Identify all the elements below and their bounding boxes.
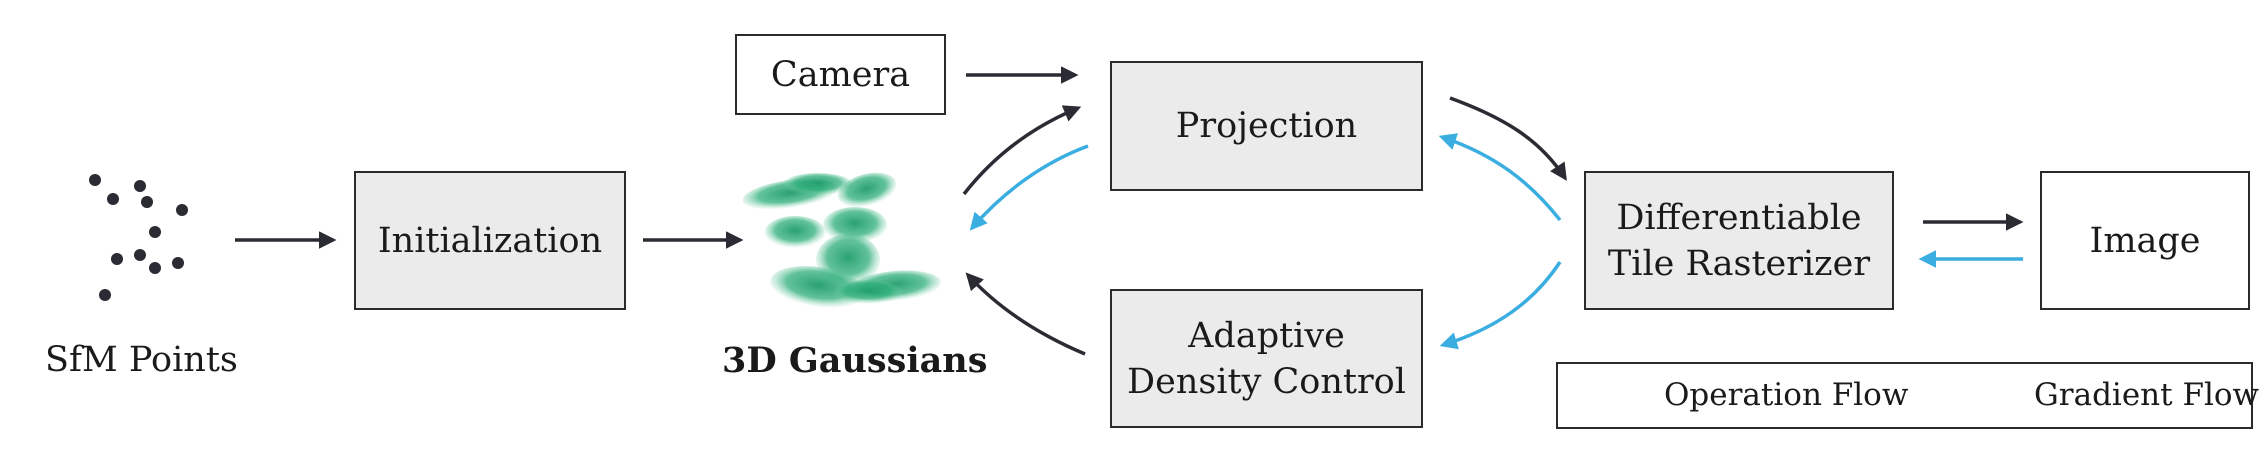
gradient-rasterizer-to-adaptive	[1439, 261, 1562, 350]
rasterizer-label-line2: Tile Rasterizer	[1607, 243, 1871, 284]
legend-operation-label: Operation Flow	[1664, 377, 1909, 413]
rasterizer-box: Differentiable Tile Rasterizer	[1584, 171, 1894, 310]
rasterizer-label-line1: Differentiable	[1616, 197, 1862, 238]
camera-box: Camera	[735, 34, 946, 115]
legend-gradient-label: Gradient Flow	[2034, 377, 2260, 413]
gradient-projection-to-gaussians	[969, 144, 1089, 231]
adaptive-label-line2: Density Control	[1127, 361, 1406, 402]
camera-label: Camera	[770, 54, 911, 95]
projection-label: Projection	[1175, 106, 1358, 146]
arrow-projection-to-rasterizer	[1449, 96, 1567, 181]
gradient-rasterizer-to-projection	[1438, 133, 1562, 222]
gaussians-label: 3D Gaussians	[722, 340, 988, 381]
sfm-points-cluster	[89, 174, 188, 301]
legend-box	[1556, 362, 2253, 429]
operation-flow-arrows	[235, 66, 2024, 356]
initialization-label: Initialization	[377, 220, 603, 261]
adaptive-label-line1: Adaptive	[1188, 315, 1345, 356]
adaptive-density-control-box: Adaptive Density Control	[1110, 289, 1423, 428]
image-box: Image	[2040, 171, 2250, 310]
projection-box: Projection	[1110, 61, 1423, 191]
arrow-adaptive-to-gaussians	[965, 272, 1086, 356]
arrow-gaussians-to-projection	[962, 105, 1082, 196]
image-label: Image	[2089, 220, 2201, 261]
gaussians-illustration	[742, 172, 941, 308]
sfm-points-label: SfM Points	[45, 340, 238, 380]
initialization-box: Initialization	[354, 171, 626, 310]
gradient-flow-arrows	[969, 133, 2023, 350]
